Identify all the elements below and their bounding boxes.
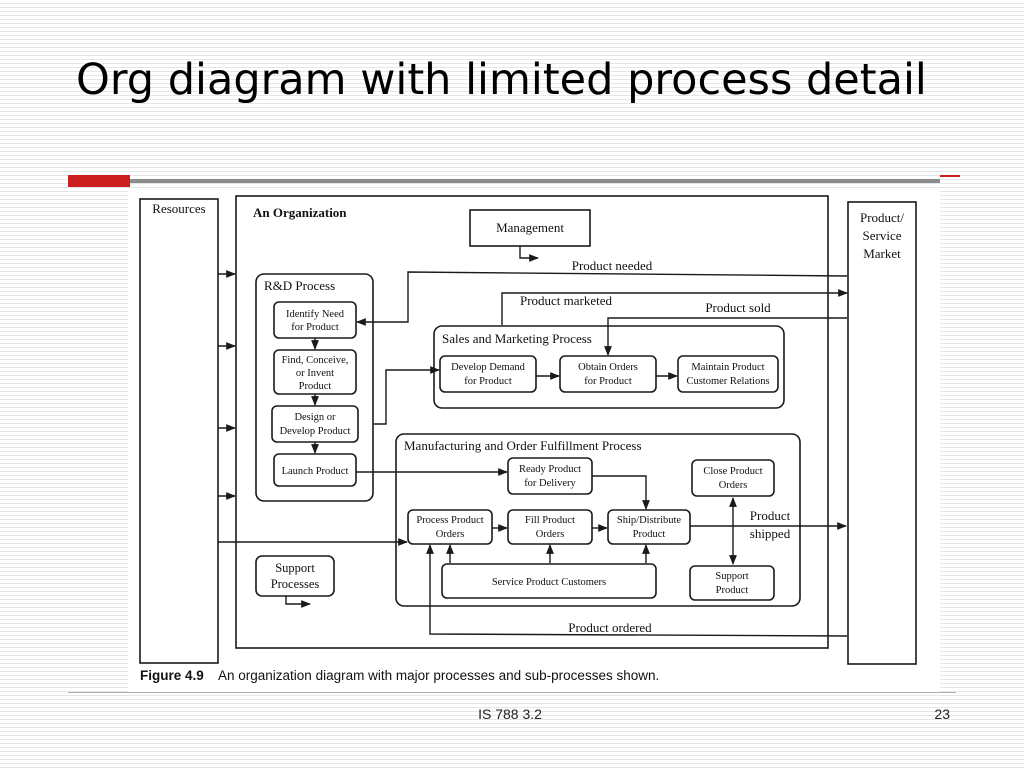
product-needed-arrow [356, 271, 848, 326]
sales-develop-demand [439, 355, 537, 393]
sales-develop-line-1: Develop Demand [451, 362, 526, 373]
rd-design-line-2: Develop Product [280, 426, 351, 437]
management-label: Management [496, 220, 564, 235]
sales-maintain-line-1: Maintain Product [691, 362, 764, 373]
rd-design-line-1: Design or [294, 412, 336, 423]
sales-obtain-line-2: for Product [584, 376, 632, 387]
mfg-process-orders-line-2: Orders [436, 529, 465, 540]
mfg-close-line-1: Close Product [703, 466, 762, 477]
mfg-fill-line-1: Fill Product [525, 515, 575, 526]
rd-to-sales-arrow [374, 366, 440, 425]
sales-process-title: Sales and Marketing Process [442, 331, 592, 346]
rd-identify-need-line-2: for Product [291, 322, 339, 333]
mfg-ship-distribute [607, 509, 691, 545]
mfg-service-customers [441, 563, 657, 599]
slide-title: Org diagram with limited process detail [76, 55, 927, 105]
title-accent-tick [940, 175, 960, 177]
caption-label: Figure 4.9 [140, 668, 204, 683]
mfg-service-label: Service Product Customers [492, 577, 606, 588]
support-processes-line-1: Support [275, 561, 315, 575]
title-underline [130, 179, 940, 183]
support-processes-line-2: Processes [271, 577, 320, 591]
market-column [847, 201, 917, 665]
rd-find-line-2: or Invent [296, 368, 334, 379]
mfg-fill-orders [507, 509, 593, 545]
mfg-arrow-ready-ship [592, 475, 650, 510]
product-sold-arrow [604, 317, 847, 356]
sales-maintain-line-2: Customer Relations [686, 376, 769, 387]
sales-maintain-relations [677, 355, 779, 393]
footer-course-label: IS 788 3.2 [478, 706, 542, 722]
mfg-support-line-1: Support [715, 571, 748, 582]
title-accent-bar [68, 175, 130, 187]
footer-rule [68, 692, 956, 693]
mfg-close-line-2: Orders [719, 480, 748, 491]
mfg-process-orders-line-1: Process Product [416, 515, 483, 526]
rd-find-line-1: Find, Conceive, [282, 355, 349, 366]
mfg-process-title: Manufacturing and Order Fulfillment Proc… [404, 438, 642, 453]
management-box [469, 209, 591, 247]
sales-develop-line-2: for Product [464, 376, 512, 387]
support-processes-arrow [285, 596, 311, 608]
product-ordered-arrow [426, 544, 848, 637]
support-processes-box [255, 555, 335, 597]
market-label-line-3: Market [863, 246, 901, 261]
mfg-support-line-2: Product [716, 585, 749, 596]
market-label-line-1: Product/ [860, 210, 904, 225]
mfg-process-orders [407, 509, 493, 545]
flow-product-sold: Product sold [705, 300, 771, 315]
organization-label: An Organization [253, 205, 347, 220]
rd-find-line-3: Product [299, 381, 332, 392]
flow-product-shipped-line-2: shipped [750, 526, 791, 541]
product-marketed-arrow [501, 289, 848, 325]
mfg-ready-line-1: Ready Product [519, 464, 581, 475]
mfg-ready-line-2: for Delivery [524, 478, 576, 489]
mfg-support-product [689, 565, 775, 601]
management-arrow [519, 246, 539, 262]
resources-column [139, 198, 219, 664]
rd-process-title: R&D Process [264, 278, 335, 293]
page-number: 23 [934, 706, 950, 722]
mfg-ship-line-2: Product [633, 529, 666, 540]
mfg-close-orders [691, 459, 775, 497]
flow-product-marketed: Product marketed [520, 293, 613, 308]
sales-obtain-orders [559, 355, 657, 393]
mfg-ship-line-1: Ship/Distribute [617, 515, 682, 526]
resources-label: Resources [152, 201, 205, 216]
rd-launch-label: Launch Product [282, 466, 349, 477]
market-label-line-2: Service [863, 228, 902, 243]
mfg-fill-line-2: Orders [536, 529, 565, 540]
flow-product-shipped-line-1: Product [750, 508, 791, 523]
rd-launch-product [273, 453, 357, 487]
flow-product-ordered: Product ordered [568, 620, 652, 635]
rd-identify-need-line-1: Identify Need [286, 309, 345, 320]
organization-diagram: Resources Product/ Service Market An Org… [128, 188, 940, 692]
caption-text: An organization diagram with major proce… [218, 668, 659, 683]
sales-obtain-line-1: Obtain Orders [578, 362, 638, 373]
flow-product-needed: Product needed [572, 258, 653, 273]
